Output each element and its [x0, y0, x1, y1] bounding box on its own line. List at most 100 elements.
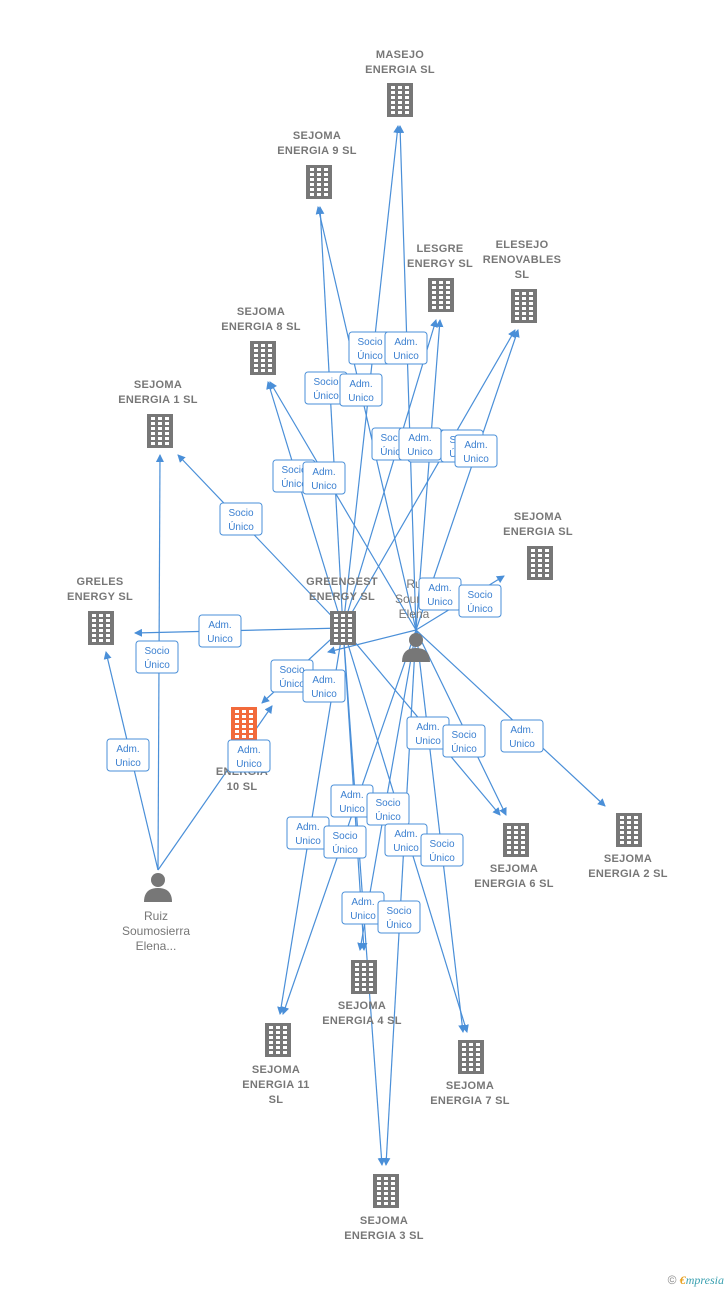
edge-greengest-elesejo [342, 329, 516, 629]
node-label: SEJOMA [293, 130, 341, 142]
node-label: ENERGIA SL [503, 526, 573, 538]
edge-ruiz1-sejoma8 [269, 381, 417, 631]
edge-label-text: Adm. [312, 675, 335, 686]
node-label: SL [515, 269, 530, 281]
edge-label-badge[interactable]: Adm.Unico [227, 739, 271, 773]
edge-label-text: Unico [207, 634, 233, 645]
edge-labels: SocioÚnicoAdm.UnicoSocioÚnicoAdm.UnicoSo… [106, 331, 544, 934]
node-label: GRELES [76, 576, 123, 588]
edge-label-badge[interactable]: Adm.Unico [418, 577, 462, 611]
copyright-symbol: © [667, 1273, 677, 1287]
building-icon [306, 165, 332, 199]
edge-label-text: Único [357, 349, 383, 362]
edge-label-badge[interactable]: Adm.Unico [286, 816, 330, 850]
brand-logo-e: € [679, 1273, 686, 1287]
edge-ruiz1-masejo [396, 125, 417, 631]
edge-label-text: Unico [236, 759, 262, 770]
building-icon [616, 813, 642, 847]
edge-label-badge[interactable]: Adm.Unico [406, 716, 450, 750]
brand-name: mpresia [685, 1273, 724, 1287]
edge-label-text: Adm. [394, 829, 417, 840]
node-label: SL [269, 1094, 284, 1106]
person-icon [402, 633, 430, 662]
node-label: ENERGIA 6 SL [474, 878, 554, 890]
node-label: ENERGIA 1 SL [118, 394, 198, 406]
edge-label-badge[interactable]: Adm.Unico [302, 669, 346, 703]
node-label: ENERGIA 11 [242, 1079, 309, 1091]
node-sejoma1[interactable]: SEJOMA ENERGIA 1 SL [118, 379, 198, 448]
building-icon [503, 823, 529, 857]
edge-label-text: Adm. [312, 467, 335, 478]
edge-label-text: Socio [313, 377, 338, 388]
edge-label-badge[interactable]: Adm.Unico [106, 738, 150, 772]
edge-label-text: Adm. [394, 337, 417, 348]
building-icon [351, 960, 377, 994]
edge-label-text: Socio [380, 433, 405, 444]
edge-label-text: Adm. [428, 583, 451, 594]
edge-label-text: Adm. [351, 897, 374, 908]
node-label: Elena [399, 607, 430, 621]
edge-label-text: Socio [375, 798, 400, 809]
node-label: SEJOMA [134, 379, 182, 391]
edge-label-badge[interactable]: Adm. Unico [198, 614, 242, 648]
edge-label-text: Adm. [208, 620, 231, 631]
edge-ruiz1-sejoma6 [415, 629, 507, 816]
node-greles[interactable]: GRELES ENERGY SL [67, 576, 133, 645]
edge-label-text: Adm. [116, 744, 139, 755]
edge-label-text: Unico [509, 739, 535, 750]
edge-label-text: Único [279, 677, 305, 690]
node-sejoma9[interactable]: SEJOMA ENERGIA 9 SL [277, 130, 357, 199]
edge-label-text: Socio [281, 465, 306, 476]
edge-label-text: Socio [144, 646, 169, 657]
edge-label-badge[interactable]: Adm.Unico [454, 434, 498, 468]
edge-label-text: Unico [348, 393, 374, 404]
edge-label-badge[interactable]: Adm.Unico [302, 461, 346, 495]
building-icon [250, 341, 276, 375]
node-label: ENERGY SL [67, 591, 133, 603]
edge-label-text: Único [451, 742, 477, 755]
edge-label-text: Único [429, 851, 455, 864]
edge-label-badge[interactable]: Adm.Unico [384, 331, 428, 365]
node-label: Elena... [136, 939, 177, 953]
node-label: ELESEJO [496, 239, 549, 251]
edge-label-text: Único [144, 658, 170, 671]
edge-label-text: Único [281, 477, 307, 490]
edge-label-text: Socio [429, 839, 454, 850]
edge-label-badge[interactable]: Adm.Unico [500, 719, 544, 753]
node-label: Soumosierra [122, 924, 190, 938]
building-icon [527, 546, 553, 580]
edge-label-badge[interactable]: Adm.Unico [339, 373, 383, 407]
edge-label-text: Unico [415, 736, 441, 747]
building-icon [373, 1174, 399, 1208]
building-icon [265, 1023, 291, 1057]
edge-label-text: Unico [339, 804, 365, 815]
node-sejoma6[interactable]: SEJOMA ENERGIA 6 SL [474, 823, 554, 890]
node-label: ENERGIA 9 SL [277, 145, 357, 157]
node-ruiz2[interactable]: RuizSoumosierraElena... [122, 873, 190, 953]
edge-ruiz1-sejoma9 [315, 206, 417, 631]
node-label: SEJOMA [490, 863, 538, 875]
edge-label-badge[interactable]: Adm.Unico [398, 427, 442, 461]
